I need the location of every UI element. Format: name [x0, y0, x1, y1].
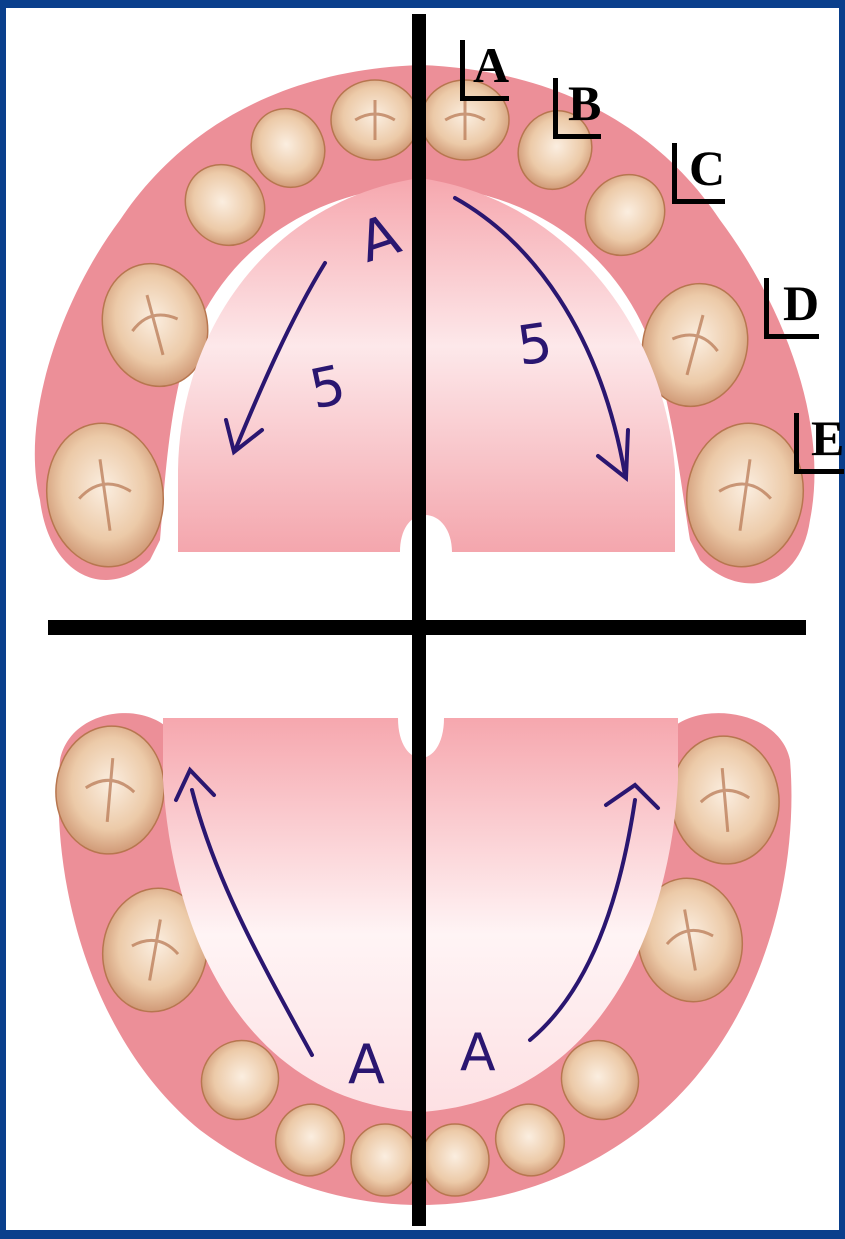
upper-tooth-5: [184, 163, 266, 247]
tooth-label-b: B: [553, 78, 602, 139]
tooth-label-d: D: [764, 278, 820, 339]
lower-tooth-3: [275, 1103, 345, 1177]
upper-tooth-10: [685, 422, 805, 568]
upper-right-arrow: [453, 196, 630, 482]
lower-right-arrow: [528, 782, 660, 1042]
upper-arch: [34, 65, 815, 584]
lower-teeth: [55, 725, 780, 1197]
upper-tooth-9: [45, 422, 165, 568]
tooth-label-c: C: [672, 143, 726, 204]
lower-right-a-mark: A: [460, 1023, 496, 1083]
horizontal-divider: [48, 620, 806, 635]
upper-tooth-7: [101, 262, 209, 388]
lower-tooth-9: [55, 725, 165, 855]
upper-teeth: [45, 79, 805, 568]
upper-palate: [178, 178, 675, 552]
upper-tooth-8: [641, 282, 749, 408]
tooth-label-e: E: [794, 413, 845, 474]
lower-tooth-10: [670, 735, 780, 865]
upper-tooth-4: [517, 109, 593, 191]
lower-left-arrow: [174, 766, 314, 1057]
upper-tooth-6: [584, 173, 666, 257]
upper-left-arrow: [224, 261, 327, 456]
lower-tooth-5: [200, 1039, 280, 1121]
lower-tooth-6: [560, 1039, 640, 1121]
lower-tooth-1: [350, 1123, 420, 1197]
lower-tooth-2: [420, 1123, 490, 1197]
upper-tooth-3: [250, 107, 326, 189]
lower-left-a-mark: A: [348, 1033, 385, 1096]
tooth-label-a: A: [460, 40, 510, 101]
upper-tooth-1: [330, 79, 420, 161]
lower-tooth-4: [495, 1103, 565, 1177]
